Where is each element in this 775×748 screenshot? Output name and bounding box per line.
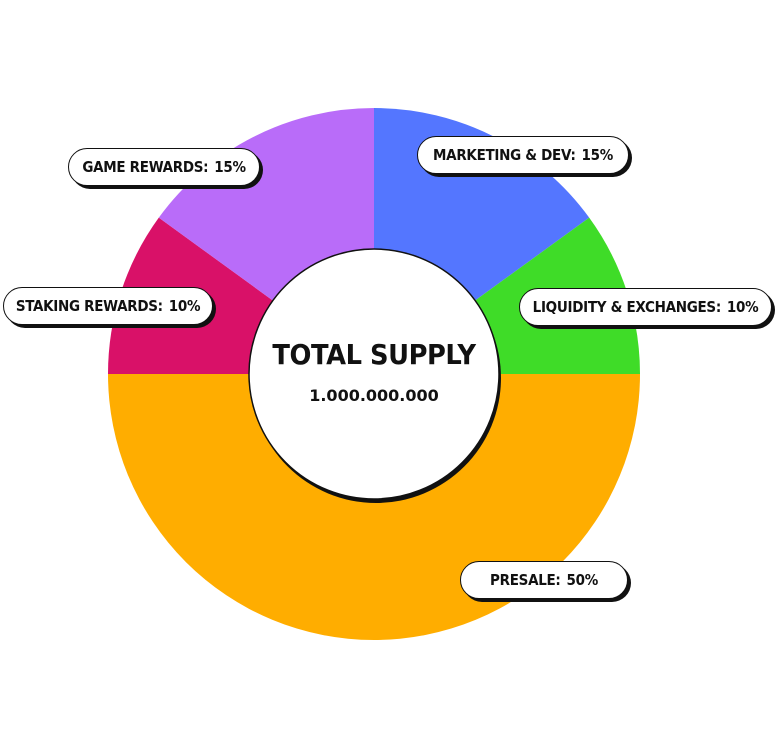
center-hole xyxy=(248,248,500,500)
total-supply-value: 1.000.000.000 xyxy=(309,386,439,405)
legend-label-liquidity: LIQUIDITY & EXCHANGES: 10% xyxy=(519,288,772,326)
donut-center-hole xyxy=(248,248,501,503)
legend-label-text: STAKING REWARDS: xyxy=(15,297,163,315)
legend-label-text: PRESALE: xyxy=(490,571,561,589)
legend-label-percent: 15% xyxy=(214,158,246,176)
total-supply-title: TOTAL SUPPLY xyxy=(272,338,476,371)
legend-label-text: MARKETING & DEV: xyxy=(433,146,576,164)
legend-label-text: GAME REWARDS: xyxy=(82,158,209,176)
legend-label-percent: 50% xyxy=(566,571,599,589)
legend-label-staking: STAKING REWARDS: 10% xyxy=(3,287,213,325)
legend-label-presale: PRESALE: 50% xyxy=(460,561,628,599)
legend-label-percent: 10% xyxy=(726,298,759,316)
legend-label-percent: 15% xyxy=(581,146,614,164)
legend-label-percent: 10% xyxy=(168,297,201,315)
legend-label-marketing: MARKETING & DEV: 15% xyxy=(417,136,629,174)
legend-label-text: LIQUIDITY & EXCHANGES: xyxy=(532,298,722,316)
legend-label-game: GAME REWARDS: 15% xyxy=(68,148,260,186)
